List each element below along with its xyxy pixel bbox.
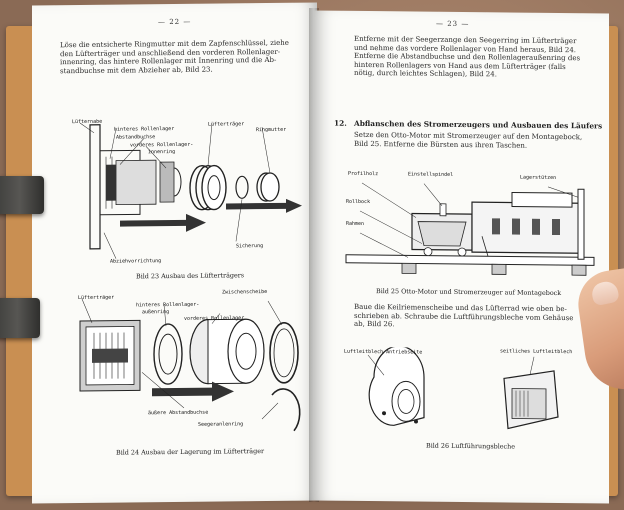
section-title: Abflanschen des Stromerzeugers und Ausba…: [354, 118, 603, 131]
left-page: — 22 — Löse die entsicherte Ringmutter m…: [32, 2, 317, 504]
fig24-label-vorderes-rollenlager: vorderes Rollenlager: [184, 315, 245, 322]
fig23-label-abziehvorrichtung: Abziehvorrichtung: [110, 258, 162, 265]
section-text: Setze den Otto-Motor mit Stromerzeuger a…: [354, 130, 583, 150]
figure-24-caption: Bild 24 Ausbau der Lagerung im Lüfterträ…: [116, 447, 265, 457]
book-clamp-top: [0, 176, 44, 214]
fig23-label-innenring: innenring: [148, 148, 176, 156]
right-page: — 23 — Entferne mit der Seegerzange den …: [314, 10, 609, 504]
fig24-label-zwischenscheibe: Zwischenscheibe: [222, 289, 268, 296]
fig25-label-profilholz: Profilholz: [348, 170, 379, 178]
fig23-label-luftertraeger: Lüfterträger: [208, 121, 245, 128]
fig26-label-seitliches: seitliches Luftleitblech: [500, 348, 573, 356]
fig24-label-aeussere-abstandbuchse: äußere Abstandbuchse: [148, 409, 209, 417]
fig25-label-rollbock: Rollbock: [346, 198, 371, 206]
right-intro-text: Entferne mit der Seegerzange den Seegerr…: [354, 34, 581, 79]
fig24-label-hinteres-rollenlager: hinteres Rollenlager-: [136, 301, 200, 309]
fig24-label-luftertraeger: Lüfterträger: [78, 294, 115, 302]
fig23-label-vorderes-rollenlager: vorderes Rollenlager-: [130, 141, 194, 149]
left-intro-text: Löse die entsicherte Ringmutter mit dem …: [60, 38, 289, 75]
figure-24-drawing: [79, 298, 301, 432]
left-page-number: — 22 —: [158, 17, 192, 27]
figure-26-drawing: [367, 346, 559, 430]
fig24-label-aussenring: außenring: [142, 309, 170, 316]
book-clamp-bottom: [0, 298, 40, 338]
fig24-label-seegeranlenring: Seegeranlenring: [198, 421, 244, 428]
fig23-label-abstandbuchse: Abstandbuchse: [116, 134, 156, 141]
figure-23-caption: Bild 23 Ausbau des Lüfterträgers: [136, 271, 245, 281]
fig23-label-luefternabe: Lüfternabe: [72, 118, 103, 126]
fig25-label-rahmen: Rahmen: [346, 220, 365, 227]
fig26-label-luftleitblech: Luftleitblech Antriebseite: [344, 348, 423, 356]
fig23-label-hinteres-rollenlager: hinteres Rollenlager: [114, 126, 175, 133]
section-number: 12.: [334, 118, 347, 128]
fig25-label-einstellspindel: Einstellspindel: [408, 171, 454, 178]
figure-25-caption: Bild 25 Otto-Motor und Stromerzeuger auf…: [376, 287, 562, 298]
figure-25-drawing: [345, 182, 595, 276]
fig23-label-ringmutter: Ringmutter: [256, 126, 287, 134]
right-after-text: Baue die Keilriemenscheibe und das Lüfte…: [354, 302, 574, 329]
figure-26-caption: Bild 26 Luftführungsbleche: [426, 441, 516, 451]
fig25-label-lagerstuetzen: Lagerstützen: [520, 174, 557, 181]
right-page-number: — 23 —: [436, 19, 470, 29]
fig23-label-sicherung: Sicherung: [236, 243, 264, 250]
figure-23-drawing: [79, 122, 302, 259]
